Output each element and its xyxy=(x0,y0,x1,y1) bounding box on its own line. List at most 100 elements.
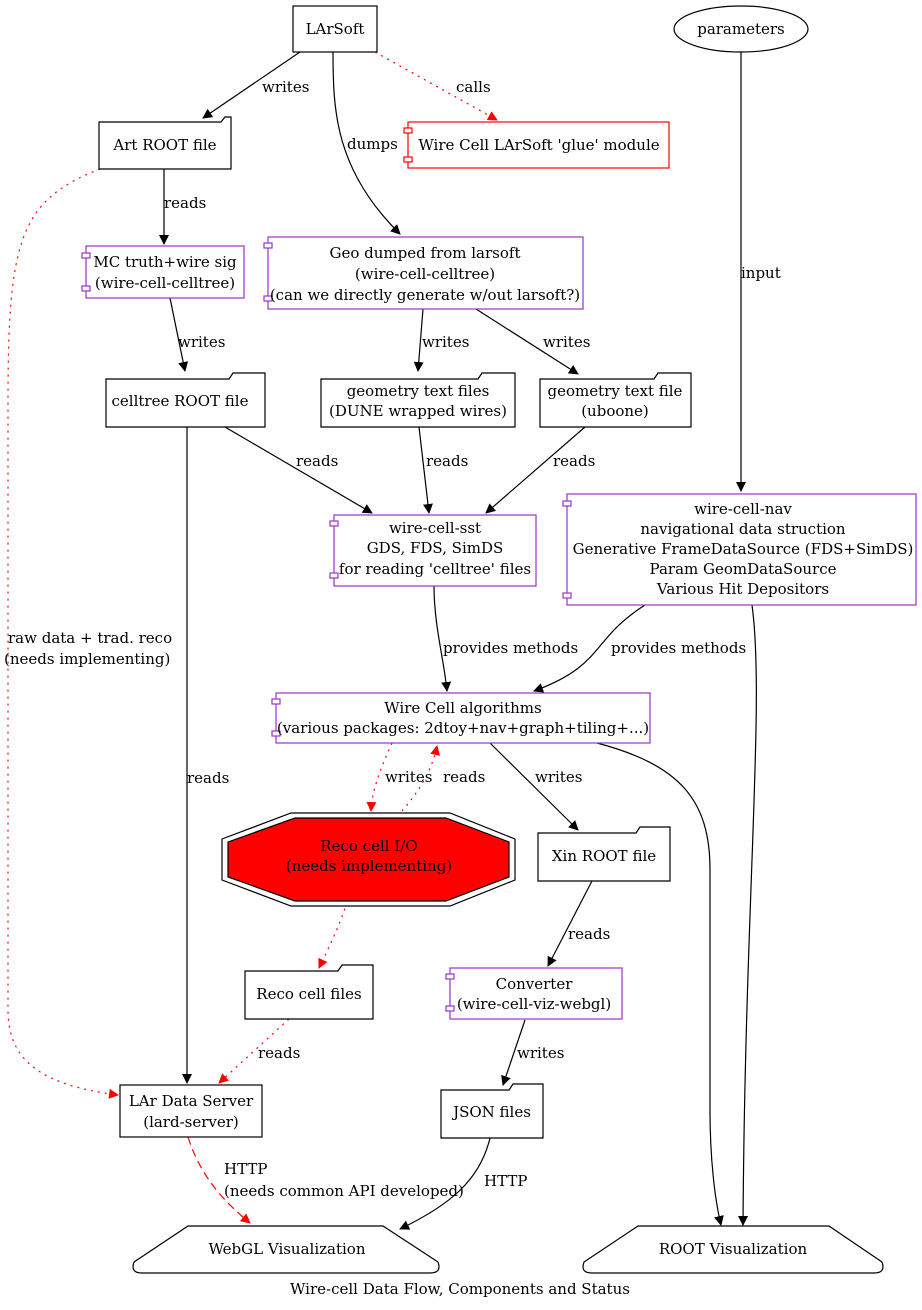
sst-label-3: for reading 'celltree' files xyxy=(339,560,531,578)
edge-uboone-sst xyxy=(485,426,586,514)
root-vis-label: ROOT Visualization xyxy=(659,1240,808,1258)
edge-sst-alg xyxy=(433,585,452,692)
art-root-file-label: Art ROOT file xyxy=(112,136,216,154)
node-parameters xyxy=(673,5,809,53)
parameters-label: parameters xyxy=(697,20,785,38)
node-wire-cell-nav xyxy=(562,493,917,606)
sst-label-1: wire-cell-sst xyxy=(389,519,481,537)
label-writes-4: writes xyxy=(543,333,590,351)
node-larsoft xyxy=(292,5,378,53)
node-labels: LArSoft parameters Art ROOT file Wire Ce… xyxy=(93,20,913,1298)
edge-nav-alg xyxy=(533,604,646,693)
node-celltree-root-file xyxy=(105,372,266,428)
node-wire-cell-algorithms xyxy=(271,692,651,744)
edge-alg-xin xyxy=(489,742,579,831)
edge-alg-reco xyxy=(366,742,393,812)
geo-dumped-label-2: (wire-cell-celltree) xyxy=(355,265,495,283)
label-http-api-2: (needs common API developed) xyxy=(224,1182,464,1200)
node-mc-truth xyxy=(81,245,245,299)
label-raw-data-2: (needs implementing) xyxy=(4,650,170,668)
edge-geo-dune xyxy=(413,308,424,372)
lard-label-1: LAr Data Server xyxy=(129,1092,254,1110)
celltree-root-file-label: celltree ROOT file xyxy=(112,392,249,410)
label-input: input xyxy=(741,264,781,282)
xin-root-file-label: Xin ROOT file xyxy=(552,847,656,865)
node-xin-root-file xyxy=(537,826,671,882)
label-provides-1: provides methods xyxy=(443,639,578,657)
converter-label-1: Converter xyxy=(496,975,574,993)
node-glue-module xyxy=(403,121,670,169)
reco-cell-files-label: Reco cell files xyxy=(256,985,361,1003)
label-calls: calls xyxy=(456,78,491,96)
edge-art-lard xyxy=(7,168,119,1099)
edge-recofiles-lard xyxy=(218,1018,290,1084)
node-wire-cell-sst xyxy=(329,514,537,587)
label-writes-2: writes xyxy=(178,333,225,351)
node-reco-cell-files xyxy=(244,964,374,1020)
label-http-api-1: HTTP xyxy=(224,1160,267,1178)
label-reads-7: reads xyxy=(568,925,610,943)
edge-dune-sst xyxy=(418,426,433,514)
node-lar-data-server xyxy=(119,1084,263,1138)
node-geometry-dune xyxy=(320,372,516,428)
nav-label-2: navigational data struction xyxy=(640,520,846,538)
mc-truth-label-1: MC truth+wire sig xyxy=(93,253,237,271)
node-webgl-visualization xyxy=(132,1225,440,1274)
nodes xyxy=(81,5,917,1274)
geometry-dune-label-1: geometry text files xyxy=(347,382,490,400)
mc-truth-label-2: (wire-cell-celltree) xyxy=(95,274,235,292)
geometry-dune-label-2: (DUNE wrapped wires) xyxy=(329,402,507,420)
label-http: HTTP xyxy=(484,1172,527,1190)
sst-label-2: GDS, FDS, SimDS xyxy=(367,539,504,557)
label-writes-7: writes xyxy=(517,1044,564,1062)
label-reads-3: reads xyxy=(426,452,468,470)
label-reads-6: reads xyxy=(443,768,485,786)
edge-celltree-sst xyxy=(224,426,373,514)
label-reads-5: reads xyxy=(187,769,229,787)
edge-larsoft-art xyxy=(202,51,301,119)
edge-xin-converter xyxy=(547,880,593,967)
node-converter xyxy=(445,967,623,1020)
nav-label-4: Param GeomDataSource xyxy=(650,560,837,578)
edge-alg-rootvis xyxy=(596,742,724,1226)
glue-module-label: Wire Cell LArSoft 'glue' module xyxy=(418,136,659,154)
edge-json-webgl xyxy=(399,1137,491,1230)
label-dumps: dumps xyxy=(347,135,398,153)
larsoft-label: LArSoft xyxy=(306,20,365,38)
geometry-uboone-label-1: geometry text file xyxy=(548,382,683,400)
label-reads-8: reads xyxy=(258,1044,300,1062)
edge-labels: writes calls dumps reads input writes wr… xyxy=(4,78,781,1200)
edge-converter-json xyxy=(501,1019,526,1086)
label-writes-1: writes xyxy=(262,78,309,96)
edge-larsoft-geo xyxy=(332,51,401,235)
node-json-files xyxy=(440,1083,544,1139)
edge-geo-uboone xyxy=(475,308,579,375)
edge-nav-rootvis xyxy=(738,604,757,1226)
nav-label-3: Generative FrameDataSource (FDS+SimDS) xyxy=(573,540,914,558)
geo-dumped-label-3: (can we directly generate w/out larsoft?… xyxy=(270,286,580,304)
label-provides-2: provides methods xyxy=(611,639,746,657)
json-files-label: JSON files xyxy=(451,1103,531,1121)
edge-mc-celltree xyxy=(169,297,189,372)
edge-reco-files xyxy=(318,901,348,969)
geometry-uboone-label-2: (uboone) xyxy=(581,402,649,420)
label-raw-data-1: raw data + trad. reco xyxy=(8,629,172,647)
reco-io-label-2: (needs implementing) xyxy=(286,857,452,875)
diagram-caption: Wire-cell Data Flow, Components and Stat… xyxy=(290,1280,630,1298)
label-writes-5: writes xyxy=(385,768,432,786)
node-root-visualization xyxy=(582,1225,884,1274)
label-reads-2: reads xyxy=(296,452,338,470)
nav-label-5: Various Hit Depositors xyxy=(656,580,829,598)
label-reads-1: reads xyxy=(164,194,206,212)
node-art-root-file xyxy=(98,116,232,170)
lard-label-2: (lard-server) xyxy=(143,1113,239,1131)
edges xyxy=(7,51,757,1230)
edge-reco-alg xyxy=(401,745,441,812)
algorithms-label-2: (various packages: 2dtoy+nav+graph+tilin… xyxy=(277,719,649,737)
nav-label-1: wire-cell-nav xyxy=(694,500,792,518)
label-reads-4: reads xyxy=(553,452,595,470)
label-writes-3: writes xyxy=(422,333,469,351)
label-writes-6: writes xyxy=(535,768,582,786)
node-geo-dumped xyxy=(263,236,584,310)
